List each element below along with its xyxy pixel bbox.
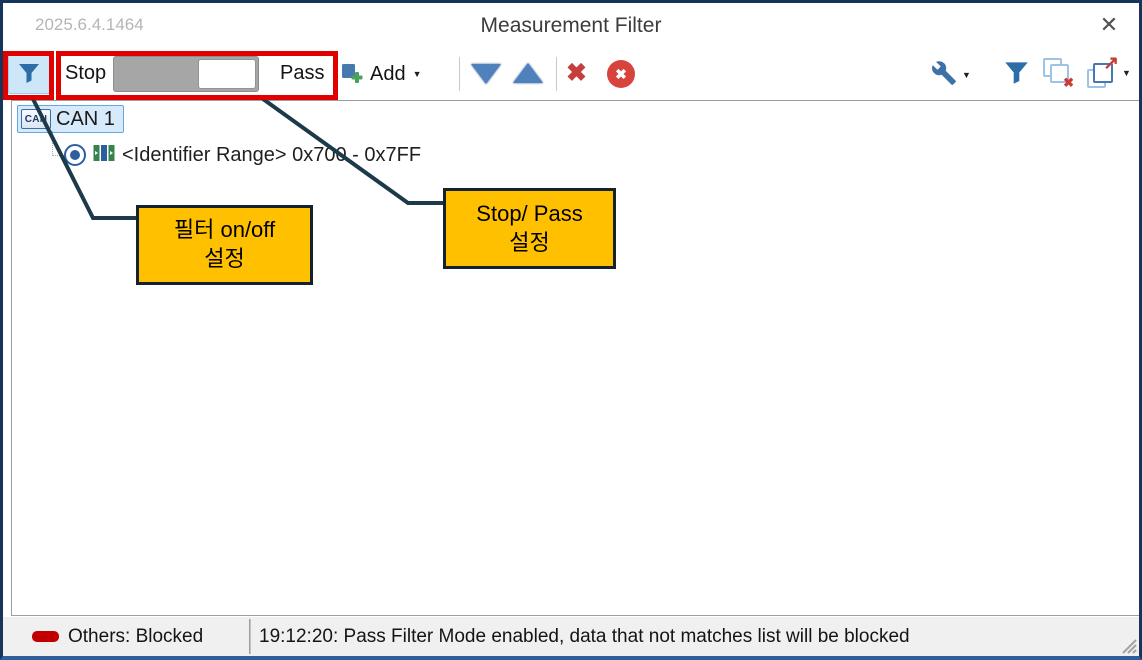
triangle-down-icon bbox=[471, 64, 501, 84]
delete-all-button[interactable]: ✖ bbox=[607, 60, 635, 88]
clear-filter-button[interactable]: ✖ bbox=[1043, 58, 1074, 90]
export-button[interactable]: ↗ ▼ bbox=[1087, 53, 1131, 88]
chevron-down-icon: ▼ bbox=[412, 69, 422, 79]
funnel-icon bbox=[1003, 59, 1030, 89]
id-range-icon bbox=[93, 142, 115, 169]
red-circle-x-icon: ✖ bbox=[607, 60, 635, 88]
blocked-status-icon bbox=[32, 631, 59, 642]
settings-button[interactable]: ▼ bbox=[931, 60, 971, 89]
others-status-label: Others: Blocked bbox=[68, 626, 204, 647]
resize-grip[interactable] bbox=[1119, 636, 1137, 654]
toggle-thumb-icon bbox=[198, 59, 256, 89]
clear-filter-icon: ✖ bbox=[1043, 58, 1074, 90]
statusbar-separator bbox=[249, 619, 251, 654]
funnel-icon bbox=[17, 61, 41, 88]
move-down-button[interactable] bbox=[471, 64, 501, 84]
toolbar: Stop Pass Add ▼ ✖ ✖ bbox=[3, 47, 1139, 100]
filter-options-button[interactable] bbox=[1003, 59, 1030, 89]
filter-item-label: <Identifier Range> 0x700 - 0x7FF bbox=[122, 143, 422, 166]
move-up-button[interactable] bbox=[513, 63, 543, 83]
channel-label: CAN 1 bbox=[56, 107, 115, 130]
export-icon: ↗ bbox=[1087, 53, 1119, 88]
toolbar-separator bbox=[459, 57, 460, 91]
radio-selected-icon bbox=[64, 144, 86, 166]
version-text: 2025.6.4.1464 bbox=[35, 15, 144, 34]
toolbar-separator bbox=[556, 57, 557, 91]
stop-label: Stop bbox=[65, 62, 107, 84]
triangle-up-icon bbox=[513, 63, 543, 83]
can-badge-icon: CAN bbox=[21, 109, 51, 129]
pass-label: Pass bbox=[280, 62, 325, 84]
chevron-down-icon: ▼ bbox=[962, 69, 971, 80]
wrench-icon bbox=[931, 60, 957, 89]
statusbar: Others: Blocked 19:12:20: Pass Filter Mo… bbox=[3, 617, 1139, 656]
delete-button[interactable]: ✖ bbox=[566, 58, 587, 88]
add-item-icon bbox=[341, 62, 363, 87]
add-button[interactable]: Add ▼ bbox=[341, 57, 422, 91]
tree-node-can1[interactable]: CAN CAN 1 bbox=[17, 105, 124, 133]
filter-item-row[interactable]: <Identifier Range> 0x700 - 0x7FF bbox=[64, 140, 421, 170]
stop-pass-toggle[interactable] bbox=[113, 56, 259, 92]
window-title: Measurement Filter bbox=[480, 14, 662, 37]
titlebar: 2025.6.4.1464 Measurement Filter ✕ bbox=[3, 3, 1139, 47]
add-button-label: Add bbox=[370, 62, 406, 85]
status-message: 19:12:20: Pass Filter Mode enabled, data… bbox=[259, 626, 910, 647]
chevron-down-icon: ▼ bbox=[1122, 68, 1131, 78]
filter-tree-panel: CAN CAN 1 <Identifier Range> 0x700 - 0x7… bbox=[11, 100, 1139, 616]
close-button[interactable]: ✕ bbox=[1093, 9, 1125, 41]
red-x-icon: ✖ bbox=[566, 59, 587, 87]
filter-onoff-button[interactable] bbox=[8, 54, 50, 94]
